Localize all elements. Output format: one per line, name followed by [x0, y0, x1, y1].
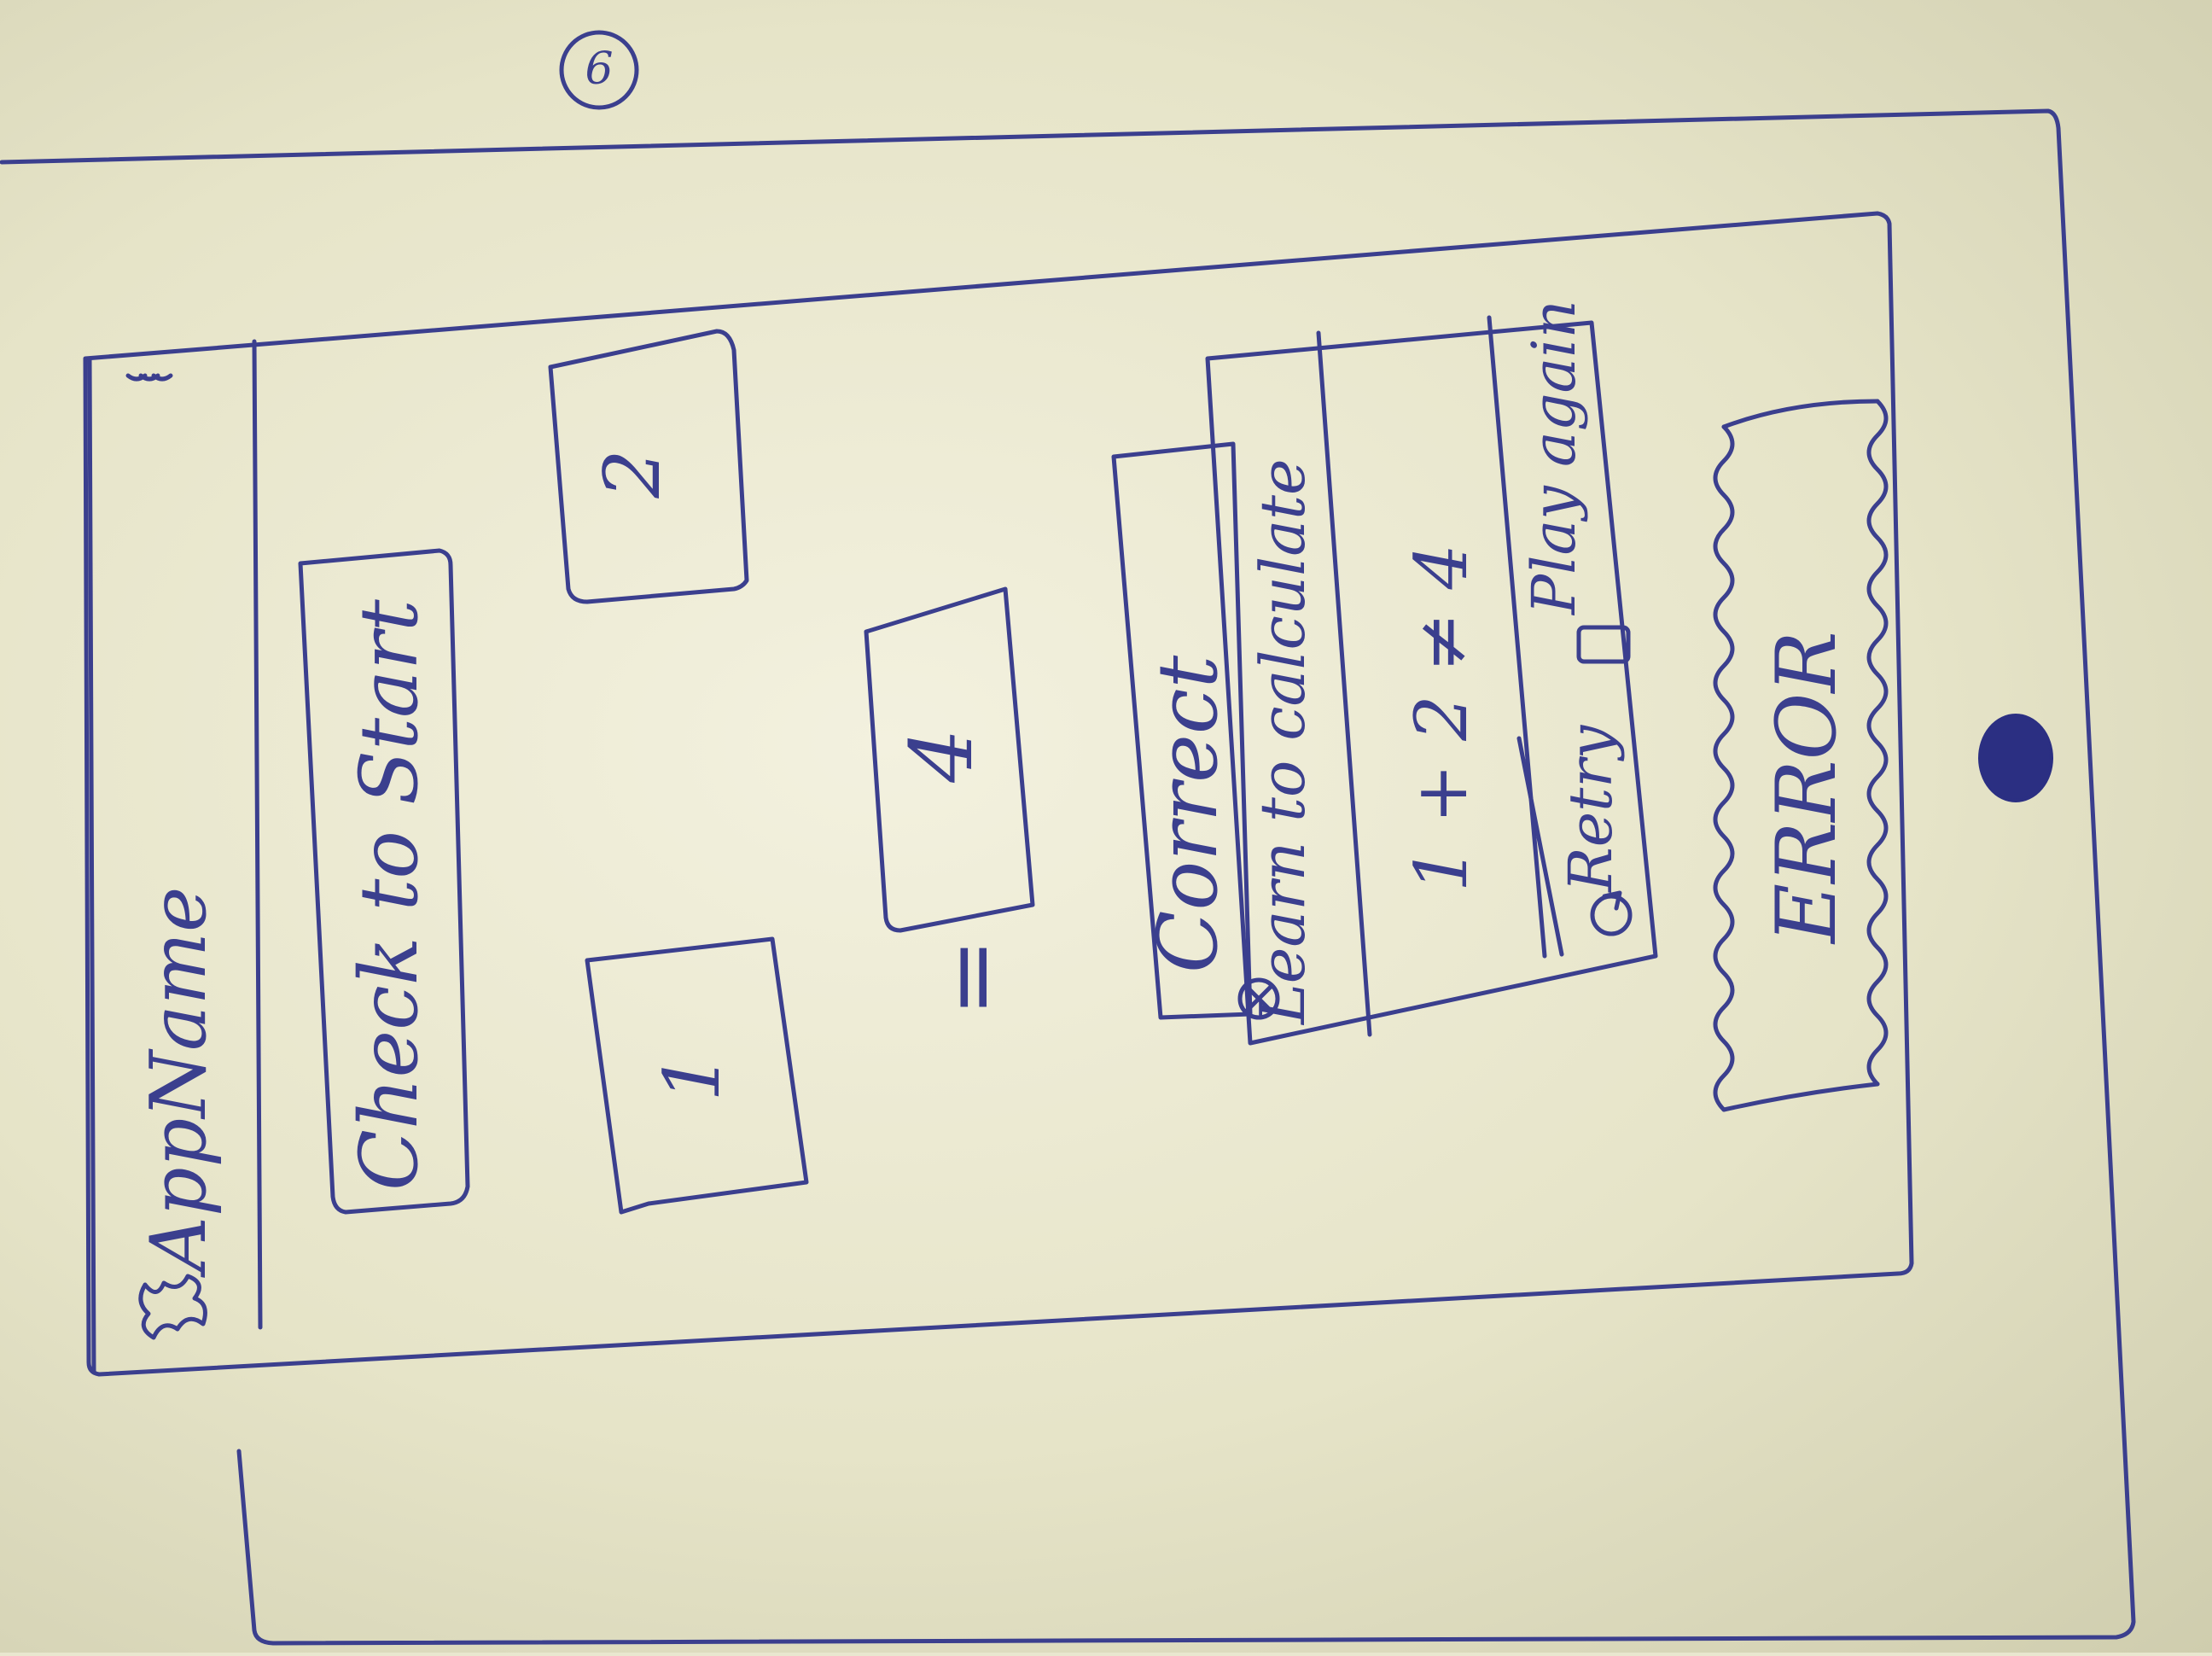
home-button-icon — [1978, 714, 2053, 802]
retry-label: Retry — [1556, 724, 1626, 894]
check-to-start-button[interactable]: Check to Start — [298, 548, 470, 1215]
correct-label: Correct — [1140, 655, 1236, 973]
dialog-title-divider — [1316, 330, 1372, 1037]
retry-button[interactable]: Retry — [1516, 724, 1633, 957]
answer-value: 4 — [892, 728, 992, 784]
close-icon[interactable] — [1237, 977, 1280, 1020]
refresh-icon — [1590, 890, 1633, 936]
page-number: 6 — [585, 44, 613, 95]
phone-outer-frame — [0, 108, 2136, 1646]
operand-two-value: 2 — [588, 449, 678, 499]
error-banner: ERROR — [1713, 399, 1889, 1112]
correct-banner: Correct — [1111, 441, 1253, 1020]
app-title: AppName — [134, 887, 224, 1278]
phone-screen — [83, 211, 1914, 1377]
result-dialog: Learn to calculate 1 + 2 ≠ 4 Retry Play … — [1205, 300, 1658, 1046]
dialog-title: Learn to calculate — [1247, 458, 1318, 1026]
app-logo-icon[interactable] — [138, 1274, 207, 1340]
page-number-marker: 6 — [559, 30, 639, 110]
play-again-icon — [1576, 625, 1631, 664]
operand-one-value: 1 — [648, 1052, 737, 1101]
dialog-expression: 1 + 2 ≠ 4 — [1400, 544, 1483, 892]
equals-sign: = — [916, 938, 1025, 1017]
error-text: ERROR — [1759, 631, 1854, 945]
play-again-button[interactable]: Play again — [1519, 300, 1631, 664]
operand-one-box[interactable]: 1 — [585, 936, 809, 1215]
play-again-label: Play again — [1519, 300, 1589, 616]
app-bar: AppName — [87, 339, 263, 1375]
check-to-start-label: Check to Start — [343, 599, 436, 1191]
operand-two-box[interactable]: 2 — [548, 329, 749, 604]
overflow-menu-icon[interactable] — [125, 373, 173, 382]
dialog-button-divider — [1487, 315, 1547, 959]
home-button[interactable] — [1978, 714, 2053, 802]
answer-input[interactable]: 4 — [864, 586, 1035, 933]
